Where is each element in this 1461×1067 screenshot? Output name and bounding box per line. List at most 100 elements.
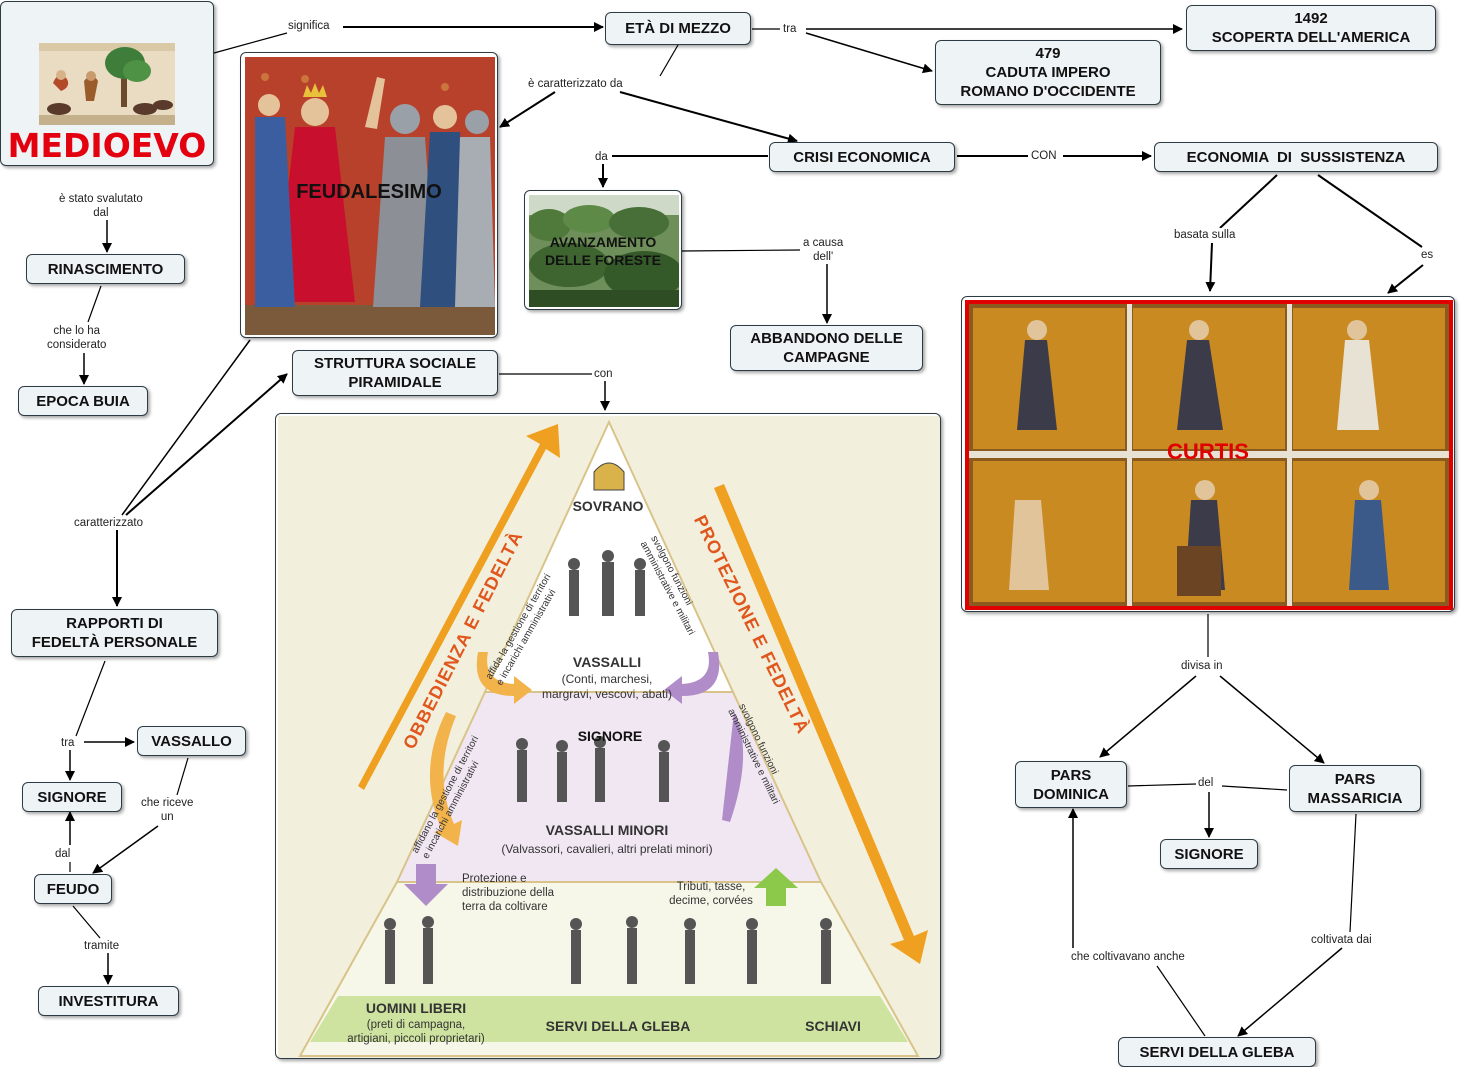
protezione-line1: Protezione e: [462, 873, 527, 885]
link-label-con-upper: CON: [1031, 149, 1057, 163]
protezione-distribuzione-label: Protezione e distribuzione della terra d…: [462, 872, 554, 914]
uomini-sub-line2: artigiani, piccoli proprietari): [347, 1033, 485, 1045]
rapporti-fedelta-node[interactable]: RAPPORTI DI FEDELTÀ PERSONALE: [11, 609, 218, 657]
protezione-line2: distribuzione della: [462, 887, 555, 899]
stato-svalutato-line2: dal: [93, 207, 109, 219]
investitura-label: INVESTITURA: [58, 992, 159, 1010]
economia-label: ECONOMIA DI SUSSISTENZA: [1186, 148, 1406, 166]
abbandono-campagne-node[interactable]: ABBANDONO DELLE CAMPAGNE: [730, 325, 923, 371]
uomini-liberi-sub-label: (preti di campagna, artigiani, piccoli p…: [326, 1018, 506, 1046]
crisi-label: CRISI ECONOMICA: [793, 148, 931, 166]
investitura-node[interactable]: INVESTITURA: [38, 986, 179, 1016]
forest-photo-image: [529, 195, 679, 307]
avanzamento-foreste-node[interactable]: AVANZAMENTO DELLE FORESTE: [524, 190, 682, 310]
vassallo-node[interactable]: VASSALLO: [137, 726, 246, 756]
signore-right-label: SIGNORE: [1174, 845, 1244, 863]
economia-sussistenza-node[interactable]: ECONOMIA DI SUSSISTENZA: [1154, 142, 1438, 172]
epoca-buia-node[interactable]: EPOCA BUIA: [18, 386, 148, 416]
caduta-year: 479: [1035, 45, 1061, 62]
pars-massaricia-line2: MASSARICIA: [1307, 789, 1403, 807]
link-label-dal: dal: [55, 847, 71, 861]
feudal-pyramid-image: [278, 416, 940, 1058]
medieval-miniature-image: [39, 43, 175, 125]
curtis-label: CURTIS: [1167, 439, 1249, 464]
servi-gleba-label: SERVI DELLA GLEBA: [1139, 1043, 1295, 1061]
pars-dominica-line1: PARS: [1050, 766, 1092, 784]
lo-ha-line2: considerato: [47, 339, 107, 351]
tributi-line2: decime, corvées: [669, 895, 753, 907]
feudo-label: FEUDO: [46, 880, 100, 898]
servi-gleba-pyramid-label: SERVI DELLA GLEBA: [545, 1018, 691, 1034]
feudalesimo-label: FEUDALESIMO: [296, 181, 442, 203]
feudalesimo-node[interactable]: FEUDALESIMO: [240, 52, 498, 338]
protezione-line3: terra da coltivare: [462, 901, 548, 913]
link-label-del: del: [1198, 776, 1214, 790]
link-label-tra-left: tra: [61, 736, 75, 750]
scoperta-label: SCOPERTA DELL'AMERICA: [1211, 29, 1411, 46]
scoperta-year: 1492: [1294, 10, 1328, 27]
stato-svalutato-line1: è stato svalutato: [59, 193, 143, 205]
rapporti-line1: RAPPORTI DI: [66, 615, 163, 632]
link-label-lo-ha: che lo ha considerato: [47, 324, 107, 352]
avanzamento-line2: DELLE FORESTE: [545, 252, 661, 268]
servi-gleba-node[interactable]: SERVI DELLA GLEBA: [1118, 1037, 1316, 1067]
rinascimento-node[interactable]: RINASCIMENTO: [26, 254, 185, 284]
eta-di-mezzo-node[interactable]: ETÀ DI MEZZO: [605, 12, 751, 45]
abbandono-line1: ABBANDONO DELLE: [750, 330, 903, 347]
a-causa-line1: a causa: [803, 237, 844, 249]
signore-pyramid-label: SIGNORE: [577, 728, 643, 744]
lo-ha-line1: che lo ha: [53, 325, 101, 337]
pars-massaricia-line1: PARS: [1334, 770, 1376, 788]
link-label-da: da: [595, 150, 608, 164]
link-label-basata-sulla: basata sulla: [1174, 228, 1236, 242]
link-label-tramite: tramite: [84, 939, 120, 953]
caduta-impero-node[interactable]: 479 CADUTA IMPERO ROMANO D'OCCIDENTE: [935, 40, 1161, 105]
rinascimento-label: RINASCIMENTO: [47, 260, 164, 278]
avanzamento-line1: AVANZAMENTO: [549, 234, 657, 250]
pars-dominica-node[interactable]: PARS DOMINICA: [1015, 761, 1127, 808]
epoca-buia-label: EPOCA BUIA: [36, 392, 130, 410]
link-label-che-riceve: che riceve un: [141, 796, 194, 824]
medioevo-title: MEDIOEVO: [7, 126, 207, 165]
tributi-label: Tributi, tasse, decime, corvées: [656, 880, 766, 908]
vassalli-minori-sub-label: (Valvassori, cavalieri, altri prelati mi…: [501, 842, 713, 856]
link-label-es: es: [1421, 248, 1434, 262]
feudal-pyramid-node[interactable]: OBBEDIENZA E FEDELTÀ PROTEZIONE E FEDELT…: [275, 413, 941, 1059]
scoperta-america-node[interactable]: 1492 SCOPERTA DELL'AMERICA: [1186, 5, 1436, 51]
che-riceve-line1: che riceve: [141, 797, 194, 809]
schiavi-label: SCHIAVI: [805, 1018, 861, 1034]
vassalli-sub-label: (Conti, marchesi, margravi, vescovi, aba…: [512, 672, 702, 702]
labours-of-months-image: [965, 300, 1453, 610]
signore-left-node[interactable]: SIGNORE: [22, 782, 122, 812]
vassalli-label: VASSALLI: [572, 654, 642, 670]
struttura-line2: PIRAMIDALE: [348, 374, 442, 391]
avanzamento-label: AVANZAMENTO DELLE FORESTE: [525, 233, 681, 269]
link-label-a-causa: a causa dell': [803, 236, 844, 264]
link-label-caratterizzato: caratterizzato: [74, 516, 144, 530]
pars-dominica-line2: DOMINICA: [1033, 785, 1109, 803]
medioevo-node[interactable]: MEDIOEVO: [0, 1, 214, 166]
abbandono-line2: CAMPAGNE: [783, 349, 870, 366]
link-label-coltivavano: che coltivavano anche: [1071, 950, 1185, 964]
struttura-line1: STRUTTURA SOCIALE: [314, 355, 476, 372]
link-label-caratterizzato-da: è caratterizzato da: [528, 77, 623, 91]
caduta-line2: ROMANO D'OCCIDENTE: [960, 83, 1136, 100]
crisi-economica-node[interactable]: CRISI ECONOMICA: [769, 142, 955, 172]
vassalli-sub-line1: (Conti, marchesi,: [561, 672, 653, 686]
curtis-node[interactable]: CURTIS: [961, 296, 1455, 612]
che-riceve-line2: un: [160, 811, 174, 823]
sovrano-label: SOVRANO: [572, 498, 644, 514]
pars-massaricia-node[interactable]: PARS MASSARICIA: [1289, 765, 1421, 812]
struttura-sociale-node[interactable]: STRUTTURA SOCIALE PIRAMIDALE: [292, 350, 498, 396]
tributi-line1: Tributi, tasse,: [676, 881, 746, 893]
link-label-stato-svalutato: è stato svalutato dal: [59, 192, 143, 220]
caduta-line1: CADUTA IMPERO: [985, 64, 1111, 81]
feudo-node[interactable]: FEUDO: [34, 874, 112, 904]
a-causa-line2: dell': [813, 251, 834, 263]
vassalli-minori-label: VASSALLI MINORI: [545, 822, 669, 838]
signore-right-node[interactable]: SIGNORE: [1160, 839, 1258, 869]
link-label-coltivata: coltivata dai: [1311, 933, 1372, 947]
link-label-significa: significa: [288, 19, 330, 33]
eta-di-mezzo-label: ETÀ DI MEZZO: [625, 20, 731, 37]
